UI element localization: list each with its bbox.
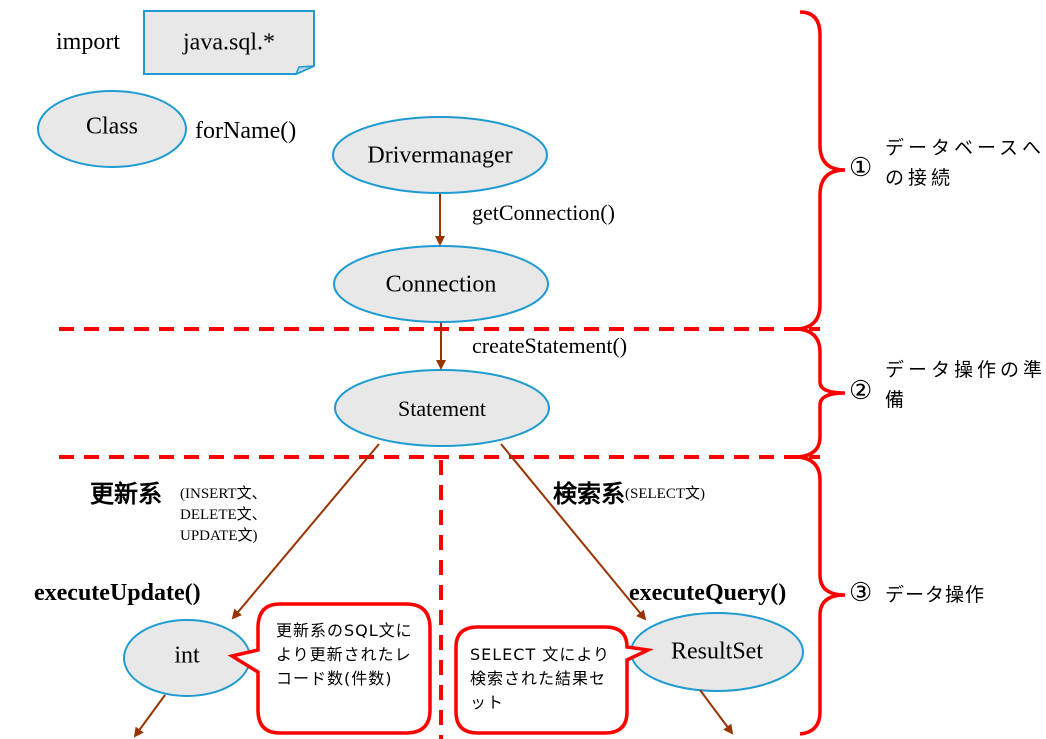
query-branch-title: 検索系 bbox=[553, 480, 625, 508]
query-callout-text: SELECT 文により検索された結果セット bbox=[470, 645, 611, 712]
connection-node-label: Connection bbox=[385, 271, 497, 298]
section-1-number: ① bbox=[849, 153, 873, 183]
int-node-label: int bbox=[174, 642, 200, 669]
update-detail-line: UPDATE文) bbox=[180, 528, 258, 544]
update-detail-line: DELETE文、 bbox=[180, 507, 267, 523]
class-node bbox=[37, 90, 187, 168]
drivermanager-node-label: Drivermanager bbox=[367, 142, 513, 169]
update-branch-detail: (INSERT文、 DELETE文、 UPDATE文) bbox=[180, 484, 267, 547]
update-branch-title: 更新系 bbox=[90, 480, 162, 508]
brace-section-3 bbox=[797, 455, 846, 736]
createstatement-method-label: createStatement() bbox=[472, 333, 628, 358]
section-2-number: ② bbox=[849, 376, 873, 406]
section-3-label: データ操作 bbox=[885, 584, 986, 606]
brace-section-1 bbox=[797, 10, 846, 331]
brace-section-2 bbox=[797, 327, 846, 459]
section-2-label: データ操作の準備 bbox=[885, 359, 1046, 411]
drivermanager-node bbox=[332, 116, 548, 194]
arrow-execute-update bbox=[231, 443, 380, 620]
executeupdate-method-label: executeUpdate() bbox=[34, 580, 201, 606]
section-1-label: データベースへの接続 bbox=[885, 137, 1046, 189]
import-package: java.sql.* bbox=[183, 29, 275, 56]
import-keyword: import bbox=[56, 29, 120, 55]
executequery-method-label: executeQuery() bbox=[629, 580, 787, 606]
section-3-number: ③ bbox=[849, 578, 873, 608]
arrow-resultset-out bbox=[699, 689, 734, 735]
update-detail-line: (INSERT文、 bbox=[180, 486, 267, 502]
forname-method-label: forName() bbox=[195, 118, 297, 144]
getconnection-method-label: getConnection() bbox=[472, 200, 615, 225]
resultset-node-label: ResultSet bbox=[670, 638, 764, 665]
note-fold-icon bbox=[294, 65, 315, 76]
arrow-int-out bbox=[133, 694, 166, 738]
statement-node bbox=[334, 369, 550, 447]
update-callout-bubble bbox=[227, 602, 432, 735]
connection-node bbox=[333, 245, 549, 323]
statement-node-label: Statement bbox=[398, 396, 486, 421]
query-branch-detail: (SELECT文) bbox=[625, 486, 705, 502]
class-node-label: Class bbox=[85, 113, 139, 140]
update-callout-text: 更新系のSQL文により更新されたレコード数(件数) bbox=[276, 621, 413, 688]
query-callout-bubble bbox=[454, 625, 654, 735]
arrow-execute-query bbox=[500, 443, 647, 621]
